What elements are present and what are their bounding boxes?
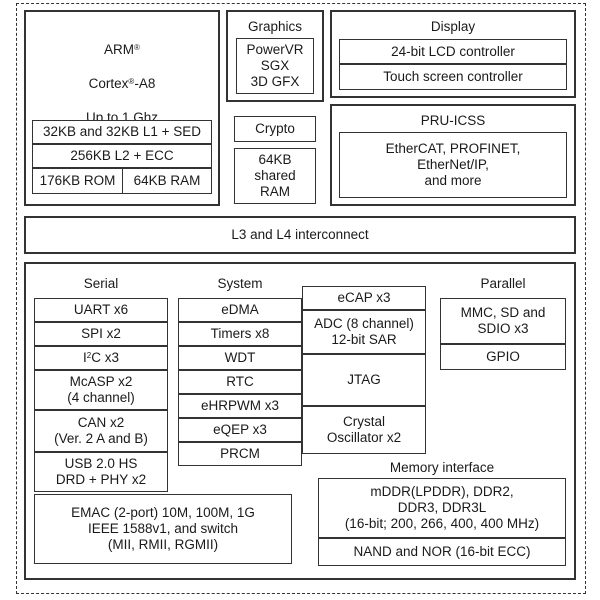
jtag-label: JTAG [347, 372, 381, 387]
interconnect-bar: L3 and L4 interconnect [24, 216, 576, 254]
ram-label: 64KB RAM [133, 173, 201, 188]
can-box: CAN x2 (Ver. 2 A and B) [34, 410, 168, 452]
ehrpwm-label: eHRPWM x3 [200, 398, 279, 413]
ddr-label: mDDR(LPDDR), DDR2, DDR3, DDR3L (16-bit; … [344, 484, 540, 531]
touch-controller-box: Touch screen controller [339, 64, 567, 90]
timers-label: Timers x8 [210, 326, 270, 341]
pru-icss-title: PRU-ICSS [420, 113, 486, 128]
rtc-box: RTC [178, 370, 302, 394]
graphics-engine-box: PowerVR SGX 3D GFX [236, 38, 314, 94]
serial-title: Serial [83, 276, 119, 291]
eqep-box: eQEP x3 [178, 418, 302, 442]
i2c-suffix: C x3 [91, 350, 119, 365]
l1-cache-label: 32KB and 32KB L1 + SED [43, 124, 201, 139]
emac-box: EMAC (2-port) 10M, 100M, 1G IEEE 1588v1,… [34, 494, 292, 564]
can-label: CAN x2 (Ver. 2 A and B) [54, 415, 148, 446]
rtc-label: RTC [226, 374, 254, 389]
uart-box: UART x6 [34, 298, 168, 322]
mmc-label: MMC, SD and SDIO x3 [460, 305, 546, 336]
pru-protocols-label: EtherCAT, PROFINET, EtherNet/IP, and mor… [385, 141, 521, 188]
usb-label: USB 2.0 HS DRD + PHY x2 [55, 456, 147, 487]
graphics-engine-label: PowerVR SGX 3D GFX [246, 42, 304, 89]
usb-box: USB 2.0 HS DRD + PHY x2 [34, 452, 168, 492]
gpio-label: GPIO [486, 349, 520, 364]
mmc-box: MMC, SD and SDIO x3 [440, 298, 566, 344]
eqep-label: eQEP x3 [213, 422, 267, 437]
spi-label: SPI x2 [81, 326, 121, 341]
crypto-label: Crypto [255, 121, 295, 136]
rom-label: 176KB ROM [39, 173, 116, 188]
wdt-box: WDT [178, 346, 302, 370]
crystal-oscillator-box: Crystal Oscillator x2 [302, 406, 426, 454]
graphics-title: Graphics [247, 19, 303, 34]
edma-label: eDMA [221, 302, 259, 317]
registered-mark: ® [128, 77, 135, 86]
nand-nor-box: NAND and NOR (16-bit ECC) [318, 538, 566, 566]
gpio-box: GPIO [440, 344, 566, 370]
parallel-title: Parallel [480, 276, 526, 291]
shared-ram-box: 64KB shared RAM [234, 148, 316, 204]
mcasp-box: McASP x2 (4 channel) [34, 370, 168, 410]
arm-title: ARM® Cortex®-A8 Up to 1 Ghz [24, 24, 220, 126]
shared-ram-label: 64KB shared RAM [254, 152, 296, 199]
jtag-box: JTAG [302, 354, 426, 406]
nand-nor-label: NAND and NOR (16-bit ECC) [353, 544, 531, 559]
rom-box: 176KB ROM [32, 168, 123, 194]
ehrpwm-box: eHRPWM x3 [178, 394, 302, 418]
pru-protocols-box: EtherCAT, PROFINET, EtherNet/IP, and mor… [339, 132, 567, 198]
lcd-controller-box: 24-bit LCD controller [339, 39, 567, 64]
touch-controller-label: Touch screen controller [383, 69, 523, 84]
arm-title-line2-suffix: -A8 [134, 76, 156, 91]
emac-label: EMAC (2-port) 10M, 100M, 1G IEEE 1588v1,… [71, 505, 255, 552]
adc-label: ADC (8 channel) 12-bit SAR [314, 316, 414, 347]
arm-title-line2: Cortex [88, 76, 129, 91]
registered-mark: ® [134, 43, 140, 52]
i2c-label: I2C x3 [83, 350, 119, 366]
ecap-label: eCAP x3 [337, 290, 391, 305]
crypto-box: Crypto [234, 116, 316, 142]
uart-label: UART x6 [73, 302, 129, 317]
ecap-box: eCAP x3 [302, 286, 426, 310]
adc-box: ADC (8 channel) 12-bit SAR [302, 310, 426, 354]
system-title: System [217, 276, 263, 291]
ddr-box: mDDR(LPDDR), DDR2, DDR3, DDR3L (16-bit; … [318, 478, 566, 538]
l2-cache-label: 256KB L2 + ECC [70, 148, 174, 163]
i2c-superscript: 2 [86, 351, 92, 360]
prcm-label: PRCM [220, 446, 260, 461]
display-title: Display [430, 19, 476, 34]
l2-cache-box: 256KB L2 + ECC [32, 144, 212, 168]
ram-box: 64KB RAM [122, 168, 212, 194]
edma-box: eDMA [178, 298, 302, 322]
l1-cache-box: 32KB and 32KB L1 + SED [32, 120, 212, 144]
i2c-prefix: I [83, 350, 87, 365]
lcd-controller-label: 24-bit LCD controller [391, 43, 515, 59]
spi-box: SPI x2 [34, 322, 168, 346]
i2c-box: I2C x3 [34, 346, 168, 370]
soc-outer-frame [16, 3, 586, 594]
interconnect-label: L3 and L4 interconnect [231, 227, 369, 242]
memory-interface-title: Memory interface [389, 460, 495, 475]
wdt-label: WDT [224, 350, 256, 365]
crystal-oscillator-label: Crystal Oscillator x2 [326, 414, 402, 445]
arm-title-line1: ARM [104, 42, 135, 57]
mcasp-label: McASP x2 (4 channel) [67, 374, 135, 405]
prcm-box: PRCM [178, 442, 302, 466]
timers-box: Timers x8 [178, 322, 302, 346]
